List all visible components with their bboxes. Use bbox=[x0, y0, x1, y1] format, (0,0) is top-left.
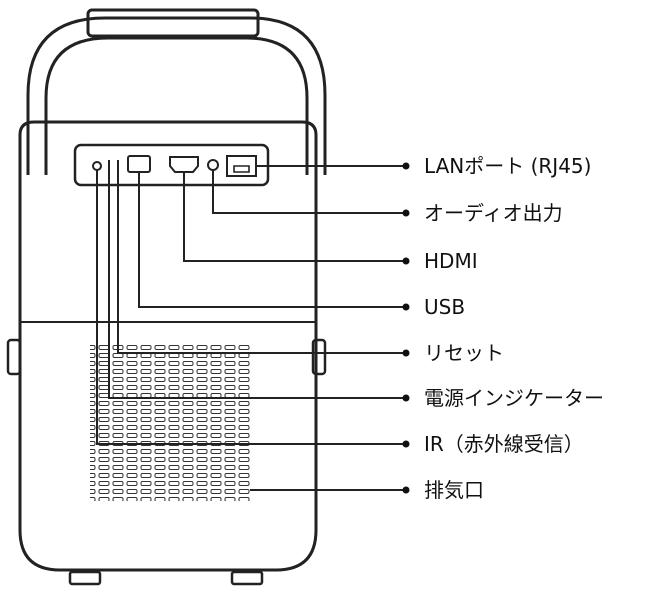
callout-dots bbox=[402, 162, 410, 494]
label-lan-port: LANポート (RJ45) bbox=[424, 154, 592, 178]
label-reset: リセット bbox=[424, 341, 504, 365]
label-power-indicator: 電源インジケーター bbox=[424, 386, 604, 410]
port-panel bbox=[73, 143, 270, 187]
label-exhaust-vent: 排気口 bbox=[424, 478, 484, 502]
vent-grille bbox=[90, 345, 250, 501]
handle bbox=[6, 8, 327, 376]
label-audio-out: オーディオ出力 bbox=[424, 201, 563, 225]
projector-body bbox=[18, 120, 318, 586]
label-hdmi: HDMI bbox=[424, 249, 478, 273]
label-usb: USB bbox=[424, 295, 466, 319]
leader-lines bbox=[96, 165, 406, 491]
label-ir-receiver: IR（赤外線受信） bbox=[424, 432, 584, 456]
